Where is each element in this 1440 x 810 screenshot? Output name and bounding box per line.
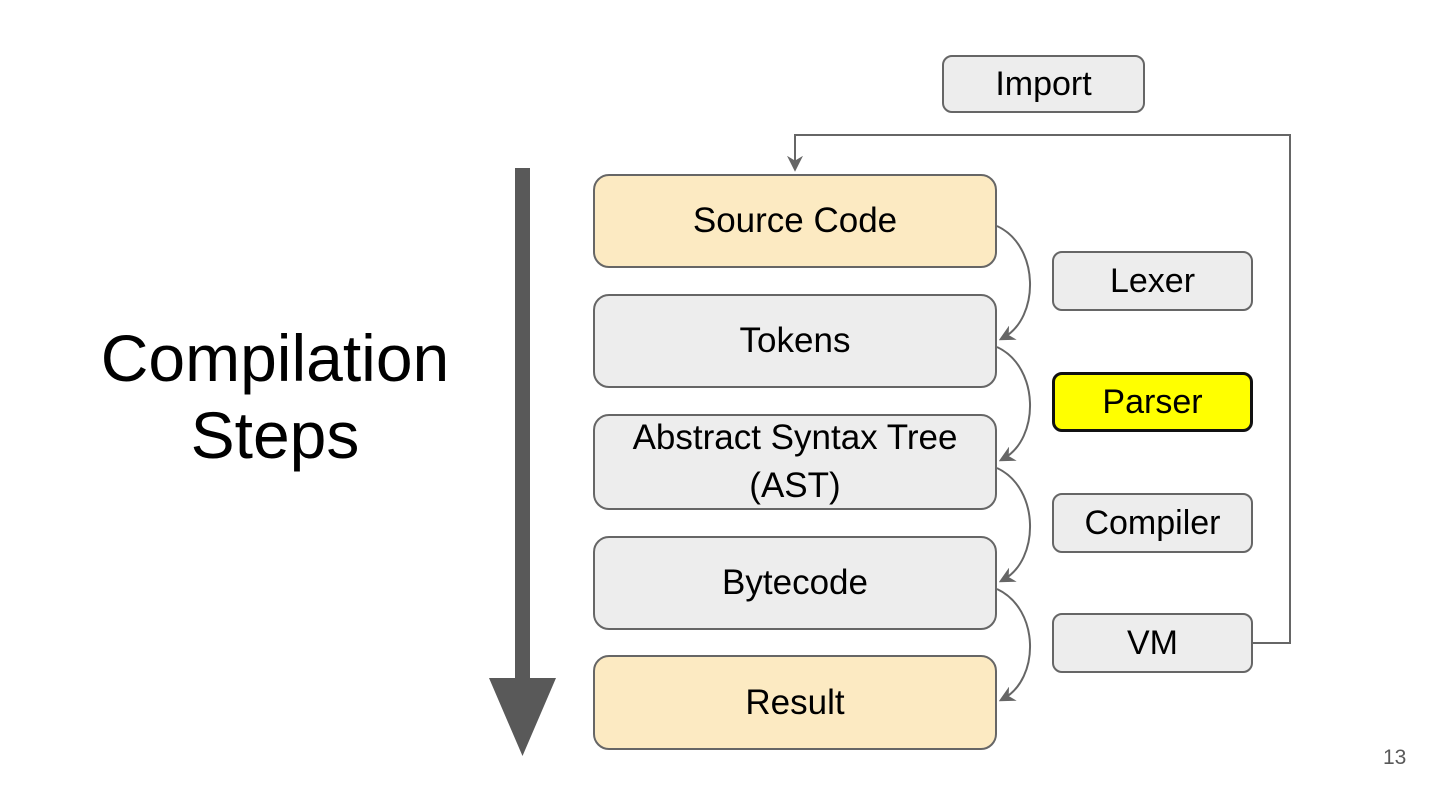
processor-box-compiler: Compiler bbox=[1052, 493, 1253, 553]
down-arrow-icon bbox=[489, 168, 556, 756]
step-box-bytecode: Bytecode bbox=[593, 536, 997, 630]
processor-label-parser: Parser bbox=[1102, 382, 1203, 421]
title-line-1: Compilation bbox=[100, 321, 450, 395]
step-label-source-code: Source Code bbox=[692, 201, 898, 240]
import-box: Import bbox=[942, 55, 1145, 113]
page-number: 13 bbox=[1383, 746, 1407, 769]
step-label-ast: Abstract Syntax Tree (AST) bbox=[632, 418, 958, 505]
arc-tokens-to-ast bbox=[996, 346, 1031, 462]
processor-label-vm: VM bbox=[1127, 623, 1178, 662]
step-box-ast: Abstract Syntax Tree (AST) bbox=[593, 414, 997, 510]
step-label-result: Result bbox=[745, 682, 845, 722]
step-label-bytecode: Bytecode bbox=[722, 563, 868, 602]
processor-box-parser: Parser bbox=[1052, 372, 1253, 432]
title-line-2: Steps bbox=[190, 398, 360, 472]
processor-box-vm: VM bbox=[1052, 613, 1253, 673]
arc-ast-to-bytecode bbox=[996, 467, 1031, 583]
arc-bytecode-to-result bbox=[996, 588, 1031, 702]
import-label: Import bbox=[995, 64, 1092, 103]
arc-source-to-tokens bbox=[996, 225, 1031, 341]
step-label-tokens: Tokens bbox=[739, 321, 851, 360]
processor-label-lexer: Lexer bbox=[1109, 261, 1196, 300]
slide-title: Compilation Steps bbox=[60, 320, 490, 474]
step-box-source-code: Source Code bbox=[593, 174, 997, 268]
step-box-result: Result bbox=[593, 655, 997, 750]
processor-box-lexer: Lexer bbox=[1052, 251, 1253, 311]
feedback-loop-line bbox=[787, 134, 1291, 644]
step-box-tokens: Tokens bbox=[593, 294, 997, 388]
processor-label-compiler: Compiler bbox=[1084, 503, 1221, 542]
